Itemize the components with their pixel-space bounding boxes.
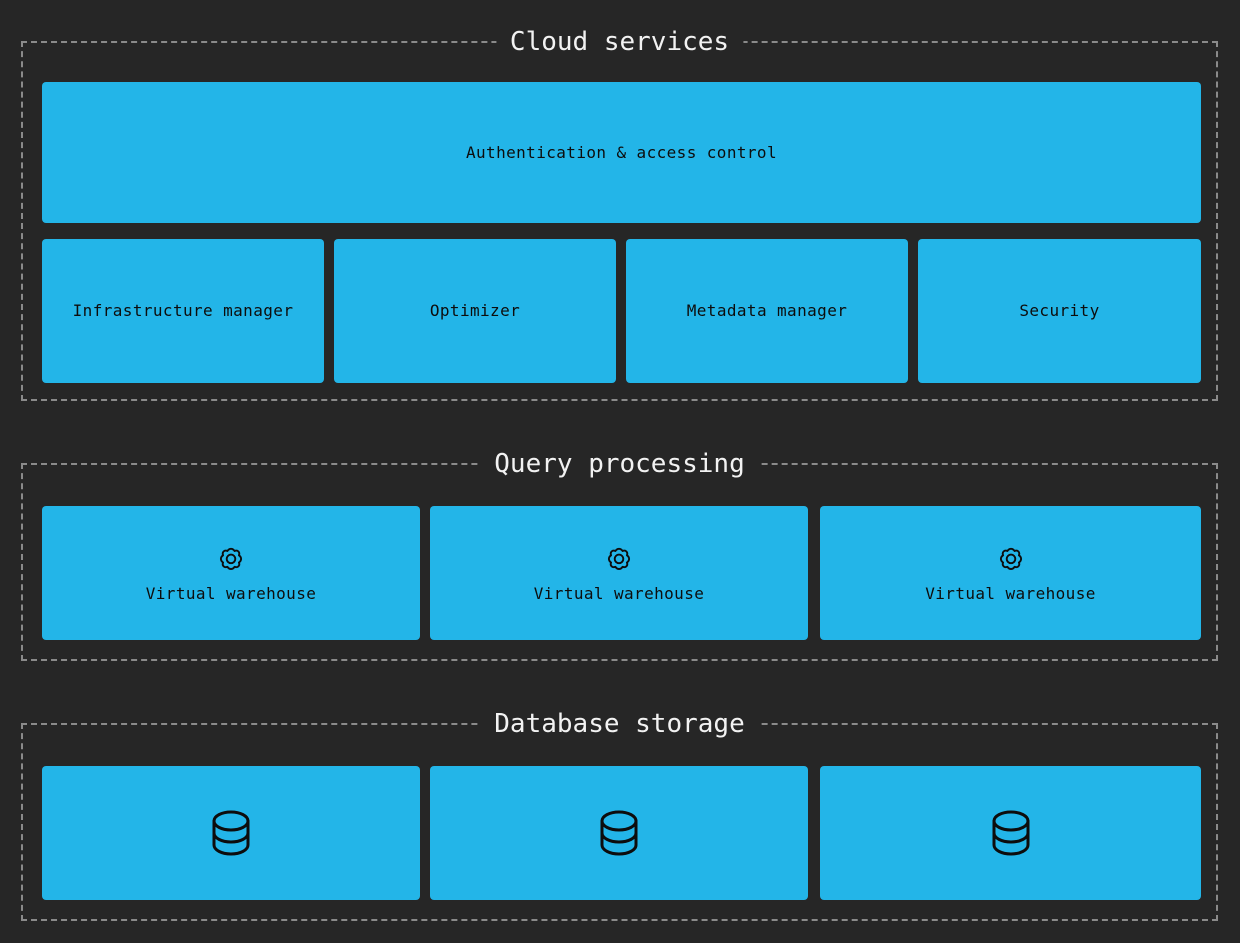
section-query-processing: Query processing Virtual warehouse Virtu… [21,450,1218,661]
node-label: Authentication & access control [465,142,778,162]
node-label: Infrastructure manager [72,301,294,320]
node-infrastructure-manager[interactable]: Infrastructure manager [42,239,324,383]
node-label: Security [1019,301,1100,320]
node-virtual-warehouse-2[interactable]: Virtual warehouse [430,506,808,640]
section-database-storage: Database storage [21,710,1218,921]
node-database-storage-1[interactable] [42,766,420,900]
node-authentication-access-control[interactable]: Authentication & access control [42,82,1201,223]
node-security[interactable]: Security [918,239,1201,383]
section-title-cloud-services: Cloud services [495,28,744,56]
node-optimizer[interactable]: Optimizer [334,239,616,383]
node-label: Virtual warehouse [533,583,705,603]
gear-icon [995,543,1027,575]
node-metadata-manager[interactable]: Metadata manager [626,239,908,383]
database-icon [596,808,642,858]
node-database-storage-3[interactable] [820,766,1201,900]
gear-icon [603,543,635,575]
section-title-query-processing: Query processing [480,450,759,478]
node-virtual-warehouse-3[interactable]: Virtual warehouse [820,506,1201,640]
node-label: Optimizer [429,301,521,320]
section-title-database-storage: Database storage [480,710,759,738]
node-database-storage-2[interactable] [430,766,808,900]
section-cloud-services: Cloud services Authentication & access c… [21,28,1218,401]
node-label: Virtual warehouse [145,583,317,603]
database-icon [208,808,254,858]
database-icon [988,808,1034,858]
node-label: Virtual warehouse [925,583,1096,603]
node-virtual-warehouse-1[interactable]: Virtual warehouse [42,506,420,640]
node-label: Metadata manager [686,301,848,320]
gear-icon [215,543,247,575]
